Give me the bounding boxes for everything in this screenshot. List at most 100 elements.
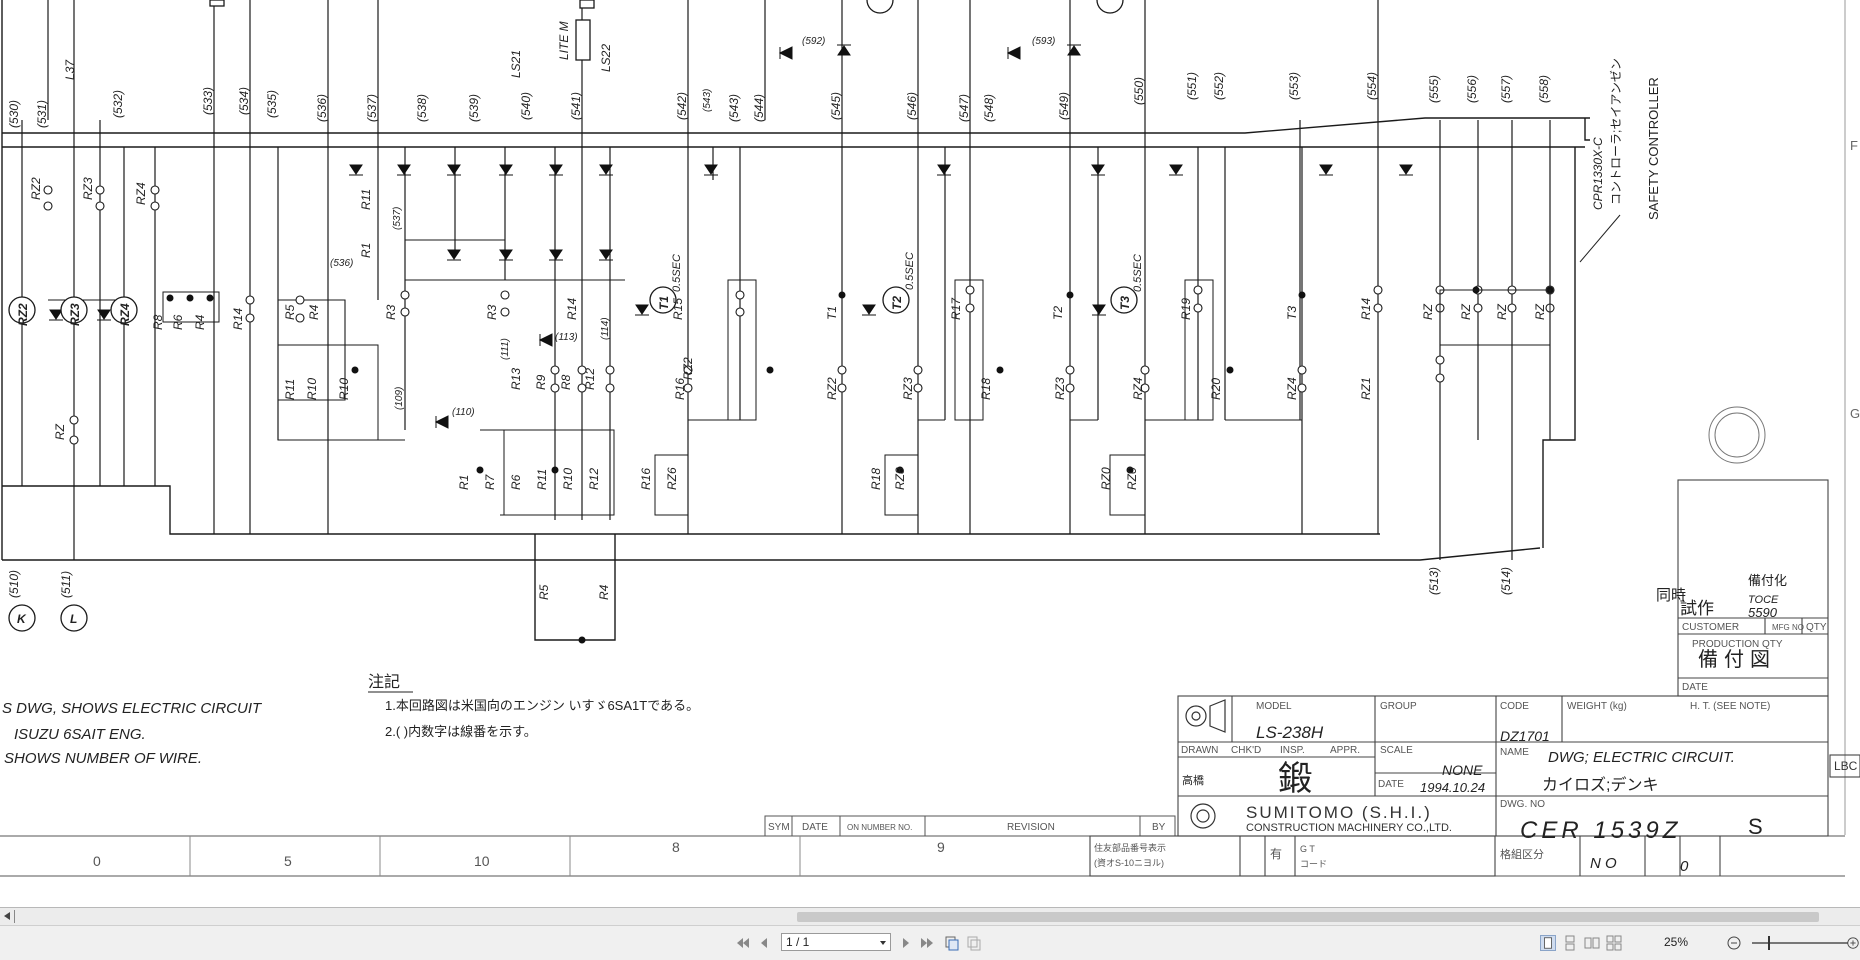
- relay-label: RZ0: [1125, 467, 1139, 490]
- facing-view-icon[interactable]: [1584, 935, 1600, 951]
- doji-label: 同時: [1656, 587, 1686, 604]
- note-line: ISUZU 6SAIT ENG.: [14, 726, 146, 743]
- label-592: (592): [802, 36, 825, 47]
- relay-label: R5: [537, 584, 551, 600]
- label-543: (543): [702, 89, 713, 112]
- relay-label: R1: [359, 243, 373, 258]
- tb-label: DWG. NO: [1500, 799, 1545, 810]
- relay-label: R4: [597, 584, 611, 600]
- tb-label: 住友部品番号表示: [1094, 842, 1166, 853]
- relay-label: RZ: [1459, 303, 1473, 320]
- scale-value: NONE: [1442, 762, 1483, 778]
- toce-label: TOCE: [1748, 594, 1779, 606]
- zoom-level[interactable]: 25%: [1664, 935, 1689, 949]
- wire-label: (546): [905, 92, 919, 120]
- relay-label: R3: [485, 304, 499, 320]
- tb-zero: 0: [1680, 858, 1689, 875]
- tb-label: DATE: [1682, 682, 1708, 693]
- scroll-separator: [14, 910, 17, 923]
- relay-label: R5: [283, 304, 297, 320]
- dwg-suffix: S: [1748, 814, 1763, 839]
- grid-number: 5: [284, 853, 292, 869]
- dwg-number: CER 1539Z: [1520, 817, 1681, 844]
- wire-label: (532): [111, 90, 125, 118]
- tb-label: 格組区分: [1500, 847, 1544, 861]
- chevron-down-icon: [880, 941, 886, 945]
- coil-label-l: L: [70, 612, 77, 626]
- status-bar: 1 / 1 25%: [0, 925, 1860, 960]
- label-ls21: LS21: [509, 50, 523, 78]
- schematic-drawing: (530) (531) (532) (533) (534) (535) (536…: [0, 0, 1860, 877]
- relay-label: R14: [565, 298, 579, 320]
- wire-label: (548): [982, 94, 996, 122]
- tb-label: (資オS-10ニヨル): [1094, 857, 1164, 868]
- wire-ref: (113): [555, 332, 578, 343]
- tb-label: LBC: [1834, 759, 1858, 773]
- timer-label: T3: [1118, 296, 1132, 310]
- tb-label: APPR.: [1330, 745, 1360, 756]
- zoom-out-icon[interactable]: [1726, 935, 1742, 951]
- wire-label: (552): [1212, 72, 1226, 100]
- approval-stamp: 鍛: [1278, 760, 1312, 798]
- grid-letter-g: G: [1850, 406, 1860, 421]
- revision-header: SYM: [768, 822, 790, 833]
- wire-label: (537): [365, 94, 379, 122]
- relay-label: R10: [305, 378, 319, 400]
- zoom-in-icon[interactable]: [1846, 935, 1860, 951]
- wire-label: (554): [1365, 72, 1379, 100]
- grid-number: 8: [672, 839, 680, 855]
- previous-page-icon[interactable]: [756, 935, 772, 951]
- relay-label: RZ3: [81, 177, 95, 200]
- coil-label: RZ4: [118, 303, 132, 326]
- wire-label: (513): [1427, 567, 1441, 595]
- relay-label: R4: [307, 304, 321, 320]
- relay-label: R14: [1359, 298, 1373, 320]
- relay-label: RZ: [53, 423, 67, 440]
- relay-label: RZ2: [825, 377, 839, 400]
- tb-label: DRAWN: [1181, 745, 1218, 756]
- page-number-field[interactable]: 1 / 1: [781, 933, 891, 951]
- copy-page-icon[interactable]: [944, 935, 960, 951]
- drawing-name-jp: カイロズ;デンキ: [1542, 775, 1658, 794]
- single-page-view-icon[interactable]: [1540, 935, 1556, 951]
- coil-rz2: [8, 296, 36, 324]
- wire-label: (541): [569, 92, 583, 120]
- tb-label: INSP.: [1280, 745, 1305, 756]
- timer-seconds: 0.5SEC: [1132, 254, 1144, 292]
- note-jp: 2.( )内数字は線番を示す。: [385, 724, 537, 739]
- relay-label: RZ: [1421, 303, 1435, 320]
- next-page-icon[interactable]: [898, 935, 914, 951]
- timer-label: T2: [890, 296, 904, 310]
- label-593: (593): [1032, 36, 1055, 47]
- continuous-view-icon[interactable]: [1562, 935, 1578, 951]
- paste-page-icon[interactable]: [966, 935, 982, 951]
- drawing-name-en: DWG; ELECTRIC CIRCUIT.: [1548, 749, 1735, 766]
- note-jp: 1.本回路図は米国向のエンジン いすゞ6SA1Tである。: [385, 698, 699, 713]
- continuous-facing-view-icon[interactable]: [1606, 935, 1622, 951]
- company-sub: CONSTRUCTION MACHINERY CO.,LTD.: [1246, 822, 1452, 834]
- tb-label: DATE: [1378, 779, 1404, 790]
- relay-label: RZ3: [1053, 377, 1067, 400]
- first-page-icon[interactable]: [734, 935, 750, 951]
- relay-label: R11: [283, 379, 297, 400]
- wire-label: (514): [1499, 567, 1513, 595]
- zoom-slider[interactable]: [1752, 942, 1848, 944]
- grid-number: 0: [93, 853, 101, 869]
- relay-label: RZ0: [1099, 467, 1113, 490]
- page-number-value: 1 / 1: [786, 935, 810, 949]
- relay-label: R1: [457, 475, 471, 490]
- scrollbar-thumb[interactable]: [797, 912, 1819, 922]
- relay-label: RZ4: [1131, 377, 1145, 400]
- scroll-left-button[interactable]: [0, 908, 14, 925]
- horizontal-scrollbar[interactable]: [0, 907, 1860, 926]
- wire-label: (531): [35, 100, 49, 128]
- zoom-slider-handle[interactable]: [1768, 936, 1770, 950]
- relay-label: RZ1: [1359, 377, 1373, 400]
- model-value: LS-238H: [1256, 723, 1324, 742]
- document-viewport[interactable]: (530) (531) (532) (533) (534) (535) (536…: [0, 0, 1860, 907]
- last-page-icon[interactable]: [920, 935, 936, 951]
- relay-label: T1: [825, 306, 839, 320]
- timer-seconds: 0.5SEC: [904, 252, 916, 290]
- relay-label: R10: [561, 468, 575, 490]
- wire-label: (540): [519, 92, 533, 120]
